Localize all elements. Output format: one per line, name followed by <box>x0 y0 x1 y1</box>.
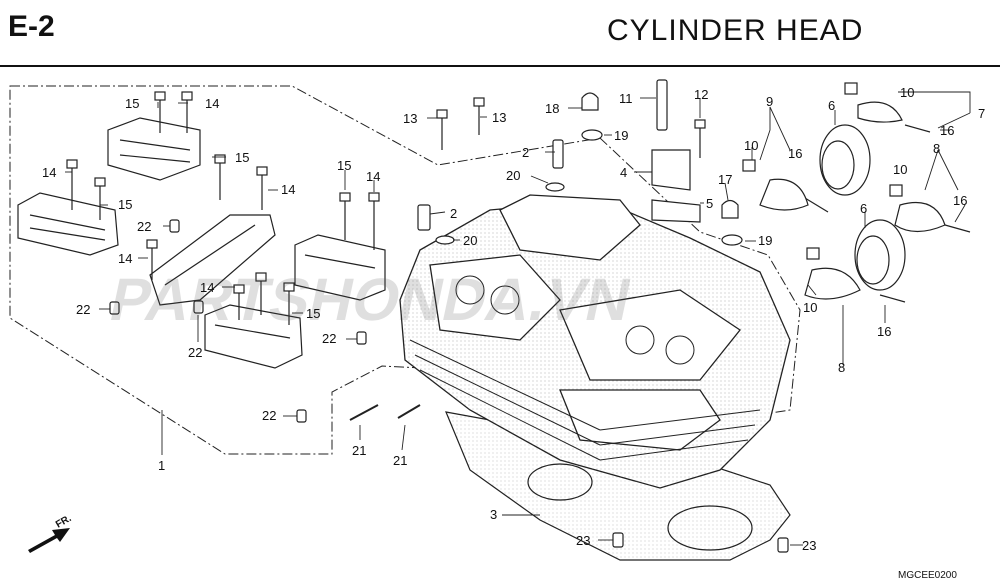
callout-14: 14 <box>366 169 380 184</box>
callout-23: 23 <box>576 533 590 548</box>
callout-7: 7 <box>978 106 985 121</box>
studs <box>349 404 421 421</box>
callout-15: 15 <box>118 197 132 212</box>
callout-16: 16 <box>877 324 891 339</box>
callout-13: 13 <box>403 111 417 126</box>
callout-17: 17 <box>718 172 732 187</box>
cylinder-head <box>399 194 791 489</box>
callout-22: 22 <box>322 331 336 346</box>
callout-9: 9 <box>766 94 773 109</box>
callout-19: 19 <box>758 233 772 248</box>
callout-19: 19 <box>614 128 628 143</box>
page-title: CYLINDER HEAD <box>607 14 864 47</box>
intake-insulators <box>742 82 946 300</box>
front-marker-label: FR. <box>54 513 74 531</box>
callout-5: 5 <box>706 196 713 211</box>
callout-1: 1 <box>158 458 165 473</box>
callout-15: 15 <box>337 158 351 173</box>
drawing-code: MGCEE0200 <box>898 570 957 581</box>
watermark: PARTSHONDA.VN <box>104 266 637 333</box>
callout-10: 10 <box>744 138 758 153</box>
callout-4: 4 <box>620 165 627 180</box>
callout-2: 2 <box>450 206 457 221</box>
callout-6: 6 <box>860 201 867 216</box>
callout-20: 20 <box>506 168 520 183</box>
callout-20: 20 <box>463 233 477 248</box>
callout-15: 15 <box>125 96 139 111</box>
camshaft-holder-mid-left <box>17 192 119 256</box>
callout-16: 16 <box>940 123 954 138</box>
callout-15: 15 <box>306 306 320 321</box>
callout-21: 21 <box>393 453 407 468</box>
callout-14: 14 <box>118 251 132 266</box>
dowel-pins <box>109 219 789 553</box>
callout-22: 22 <box>188 345 202 360</box>
callout-14: 14 <box>281 182 295 197</box>
callout-10: 10 <box>900 85 914 100</box>
callout-14: 14 <box>200 280 214 295</box>
callout-21: 21 <box>352 443 366 458</box>
callout-2: 2 <box>522 145 529 160</box>
callout-8: 8 <box>838 360 845 375</box>
callout-8: 8 <box>933 141 940 156</box>
callout-15: 15 <box>235 150 249 165</box>
svg-text:PARTSHONDA.VN: PARTSHONDA.VN <box>104 266 637 333</box>
camshaft-holder-upper-left <box>107 117 201 181</box>
callout-labels: 1 2 2 3 4 5 6 6 7 8 8 9 10 10 10 10 11 1… <box>42 85 985 553</box>
callout-22: 22 <box>76 302 90 317</box>
callout-18: 18 <box>545 101 559 116</box>
callout-16: 16 <box>953 193 967 208</box>
callout-22: 22 <box>137 219 151 234</box>
callout-3: 3 <box>490 507 497 522</box>
page-code: E-2 <box>8 10 55 43</box>
camshaft-holder-center <box>149 214 276 306</box>
callout-22: 22 <box>262 408 276 423</box>
callout-23: 23 <box>802 538 816 553</box>
leader-lines <box>65 91 971 546</box>
callout-16: 16 <box>788 146 802 161</box>
camshaft-holder-lower <box>204 304 303 369</box>
callout-11: 11 <box>619 91 633 106</box>
callout-13: 13 <box>492 110 506 125</box>
callout-14: 14 <box>205 96 219 111</box>
camshaft-holder-right <box>294 234 386 301</box>
callout-10: 10 <box>893 162 907 177</box>
callout-10: 10 <box>803 300 817 315</box>
header-rule <box>0 65 1000 67</box>
upper-components <box>417 79 743 246</box>
callout-6: 6 <box>828 98 835 113</box>
callout-12: 12 <box>694 87 708 102</box>
callout-14: 14 <box>42 165 56 180</box>
bolts <box>66 91 971 325</box>
front-direction-arrow: FR. <box>28 513 74 553</box>
